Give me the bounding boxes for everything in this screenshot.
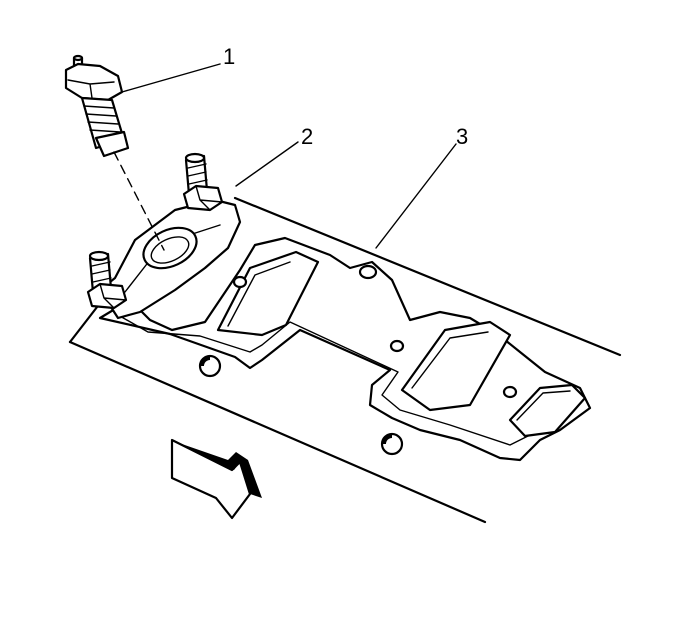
direction-arrow-icon <box>170 438 262 520</box>
callout-1: 1 <box>223 44 236 69</box>
sensor <box>64 54 130 158</box>
stud-left <box>86 250 128 310</box>
callout-3: 3 <box>456 124 469 149</box>
installation-centerline <box>113 151 165 251</box>
locating-holes <box>198 354 404 456</box>
bracket <box>98 198 242 320</box>
leader-lines <box>121 63 457 249</box>
manifold-gasket <box>98 236 592 462</box>
callout-2: 2 <box>301 124 314 149</box>
stud-right <box>182 152 224 212</box>
